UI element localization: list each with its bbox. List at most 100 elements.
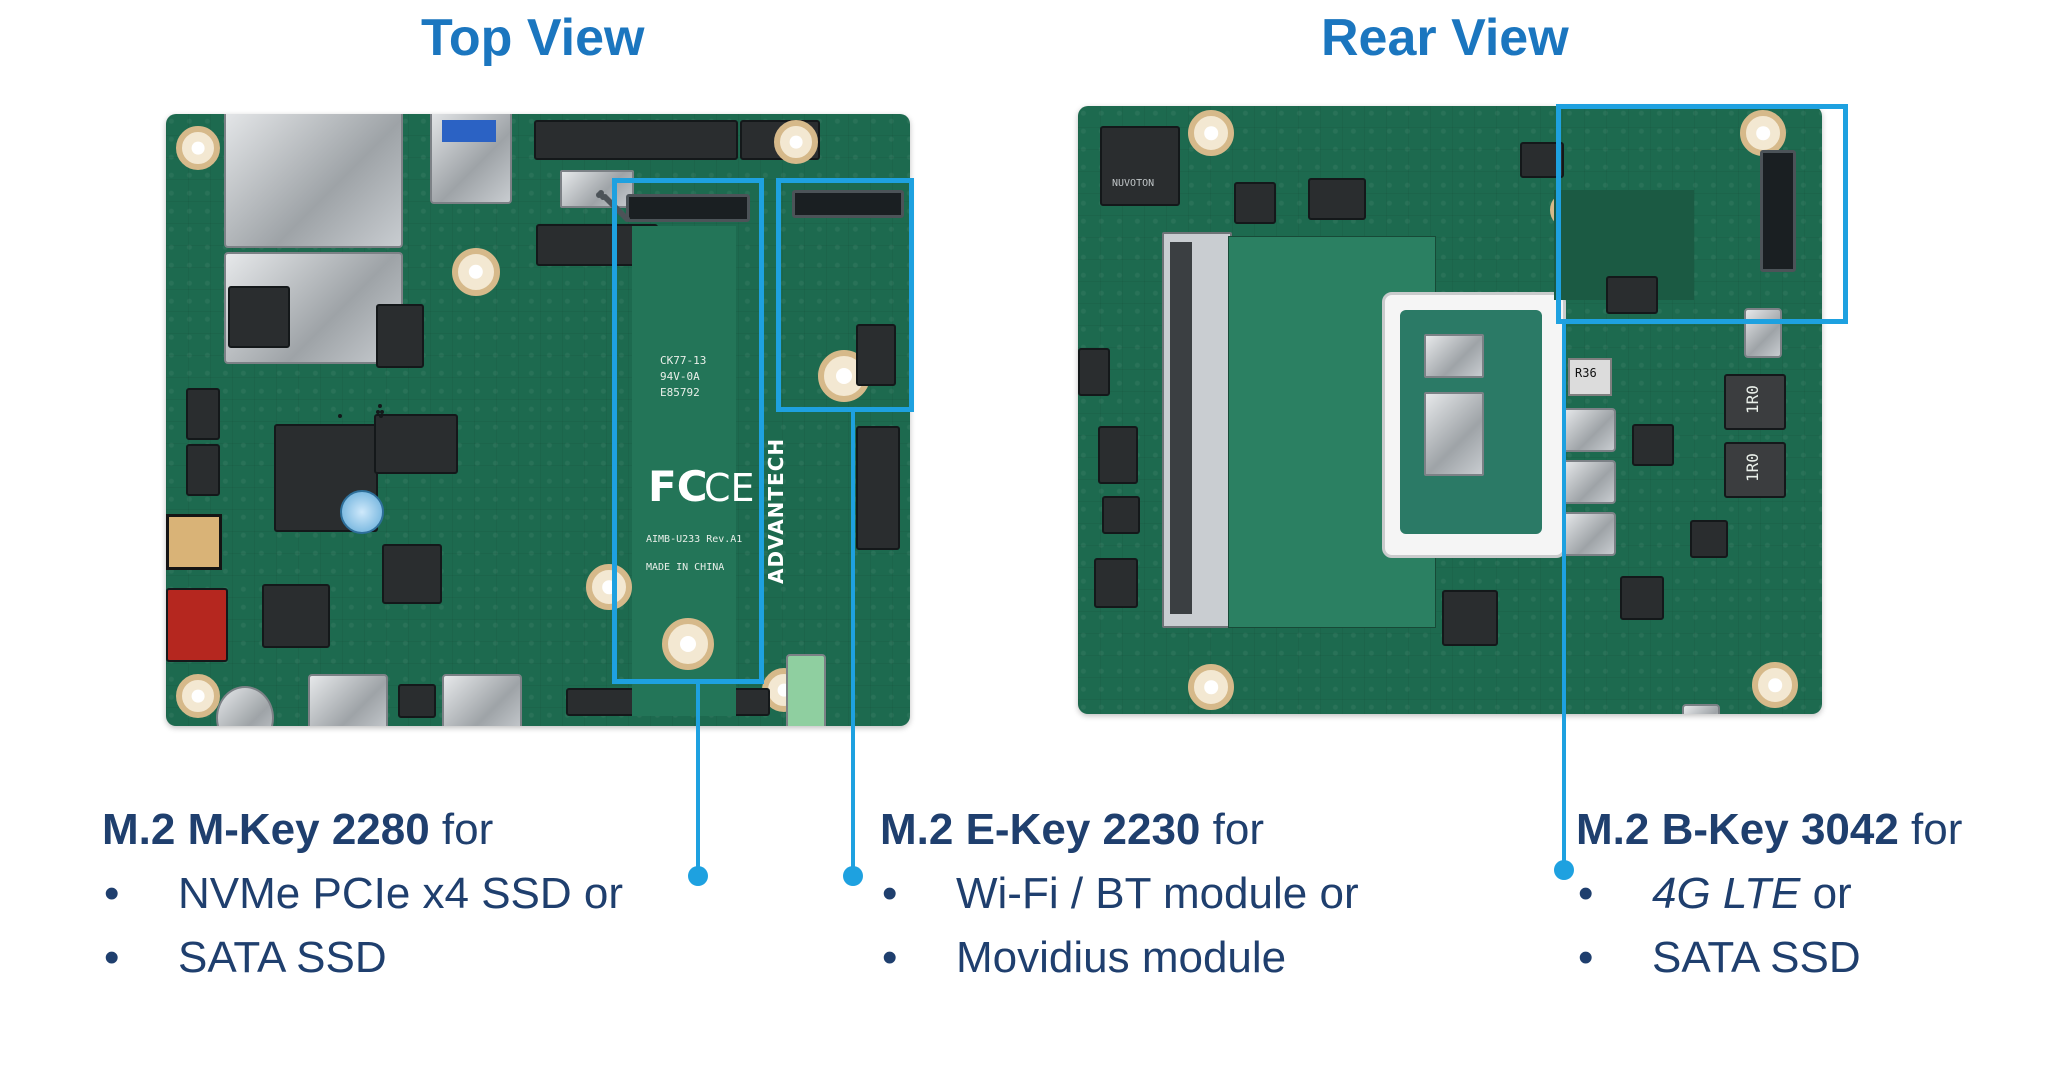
callout-b-key-heading: M.2 B-Key 3042 for: [1576, 798, 1962, 862]
rear-view-board: NUVOTON R36 1R0 1R0: [1078, 106, 1822, 714]
antenna-jack: [1682, 704, 1720, 714]
inductor-label-1: 1R0: [1742, 385, 1762, 414]
callout-m-key-item-text: NVMe PCIe x4 SSD or: [178, 869, 624, 918]
ic-chip: [1620, 576, 1664, 620]
ic-chip: [1078, 348, 1110, 396]
white-connector: [560, 170, 634, 208]
hdmi-port: [308, 674, 388, 726]
callout-e-key-heading: M.2 E-Key 2230 for: [880, 798, 1359, 862]
inductor: [1562, 512, 1616, 556]
top-view-title: Top View: [421, 9, 645, 67]
callout-e-key-title: M.2 E-Key 2230: [880, 805, 1201, 854]
callout-e-key-for: for: [1200, 805, 1264, 854]
fcc-logo: FC: [648, 462, 708, 511]
board-code-3: E85792: [660, 386, 700, 399]
mounting-hole: [1188, 664, 1234, 710]
callout-m-key-heading: M.2 M-Key 2280 for: [102, 798, 623, 862]
ic-chip: [1102, 496, 1140, 534]
callout-e-key-item: Wi-Fi / BT module or: [880, 862, 1359, 926]
callout-b-key-item: 4G LTE or: [1576, 862, 1962, 926]
red-switch: [166, 588, 228, 662]
spacer: [624, 216, 630, 222]
m2-e-key-slot: [792, 190, 904, 218]
ic-chip: [382, 544, 442, 604]
r36-label: R36: [1575, 366, 1597, 380]
ic-chip: [856, 324, 896, 386]
spacer: [338, 414, 342, 418]
mounting-hole: [586, 564, 632, 610]
inductor-1r0: [1724, 374, 1786, 430]
leader-dot-e-key: [843, 866, 863, 886]
ic-chip: [1094, 558, 1138, 608]
spacer: [379, 414, 383, 418]
vertical-header: [856, 426, 900, 550]
callout-b-key-item-rest: or: [1800, 869, 1852, 918]
ethernet-port: [224, 114, 403, 248]
m2-m-key-standoff: [662, 618, 714, 670]
header-connector: [534, 120, 738, 160]
inductor-1r0-2: [1724, 442, 1786, 498]
ic-chip: [228, 286, 290, 348]
ic-chip: [1632, 424, 1674, 466]
board-code-2: 94V-0A: [660, 370, 700, 383]
ic-chip: [1234, 182, 1276, 224]
spacer: [376, 410, 380, 414]
callout-e-key-item-text: Wi-Fi / BT module or: [956, 869, 1359, 918]
callout-e-key-list: Wi-Fi / BT module or Movidius module: [880, 862, 1359, 990]
ic-chip: [1690, 520, 1728, 558]
rear-view-title: Rear View: [1321, 9, 1569, 67]
ic-chip: [262, 584, 330, 648]
mounting-hole: [452, 248, 500, 296]
callout-m-key-item-text: SATA SSD: [178, 933, 387, 982]
ic-chip: [1098, 426, 1138, 484]
spacer: [598, 190, 604, 196]
ic-chip: [376, 304, 424, 368]
green-terminal: [786, 654, 826, 726]
mounting-hole: [774, 120, 818, 164]
inductor: [186, 444, 220, 496]
leader-dot-b-key: [1554, 860, 1574, 880]
nuvoton-label: NUVOTON: [1112, 178, 1155, 189]
callout-m-key: M.2 M-Key 2280 for NVMe PCIe x4 SSD or S…: [102, 798, 623, 990]
ic-chip: [1442, 590, 1498, 646]
mounting-hole: [176, 674, 220, 718]
inductor: [186, 388, 220, 440]
spacer: [378, 404, 382, 408]
nuvoton-chip: [1100, 126, 1180, 206]
callout-m-key-item: SATA SSD: [102, 926, 623, 990]
callout-e-key: M.2 E-Key 2230 for Wi-Fi / BT module or …: [880, 798, 1359, 990]
r36-resistor: [1568, 358, 1612, 396]
callout-b-key-title: M.2 B-Key 3042: [1576, 805, 1899, 854]
callout-m-key-item: NVMe PCIe x4 SSD or: [102, 862, 623, 926]
callout-e-key-item-text: Movidius module: [956, 933, 1287, 982]
usb3-tongue: [442, 120, 496, 142]
m2-m-key-slot: [626, 194, 750, 222]
top-view-board: CK77-13 94V-0A E85792 FC CE AIMB-U233 Re…: [166, 114, 910, 726]
m2-e-key-highlight: [776, 178, 914, 412]
m2-m-key-highlight: [612, 178, 764, 684]
callout-m-key-title: M.2 M-Key 2280: [102, 805, 430, 854]
mounting-hole: [1188, 110, 1234, 156]
m2-b-key-slot: [1760, 150, 1796, 272]
callout-e-key-item: Movidius module: [880, 926, 1359, 990]
capacitor: [340, 490, 384, 534]
mounting-hole: [176, 126, 220, 170]
inductor-label-2: 1R0: [1742, 453, 1762, 482]
spacer: [380, 410, 384, 414]
pin-header: [398, 684, 436, 718]
board-model: AIMB-U233 Rev.A1: [646, 534, 743, 545]
m2-b-key-highlight: [1556, 104, 1848, 324]
so-dimm-socket: [1170, 242, 1192, 614]
ce-logo: CE: [704, 466, 755, 510]
inductor: [1562, 408, 1616, 452]
cpu-die-small: [1424, 334, 1484, 378]
callout-b-key-item-italic: 4G LTE: [1652, 869, 1801, 918]
leader-line-e-key: [851, 410, 855, 872]
callout-b-key-item: SATA SSD: [1576, 926, 1962, 990]
leader-dot-m-key: [688, 866, 708, 886]
advantech-logo: ADVANTECH: [764, 437, 788, 584]
leader-line-b-key: [1562, 322, 1566, 866]
mounting-hole: [1752, 662, 1798, 708]
callout-b-key-list: 4G LTE or SATA SSD: [1576, 862, 1962, 990]
